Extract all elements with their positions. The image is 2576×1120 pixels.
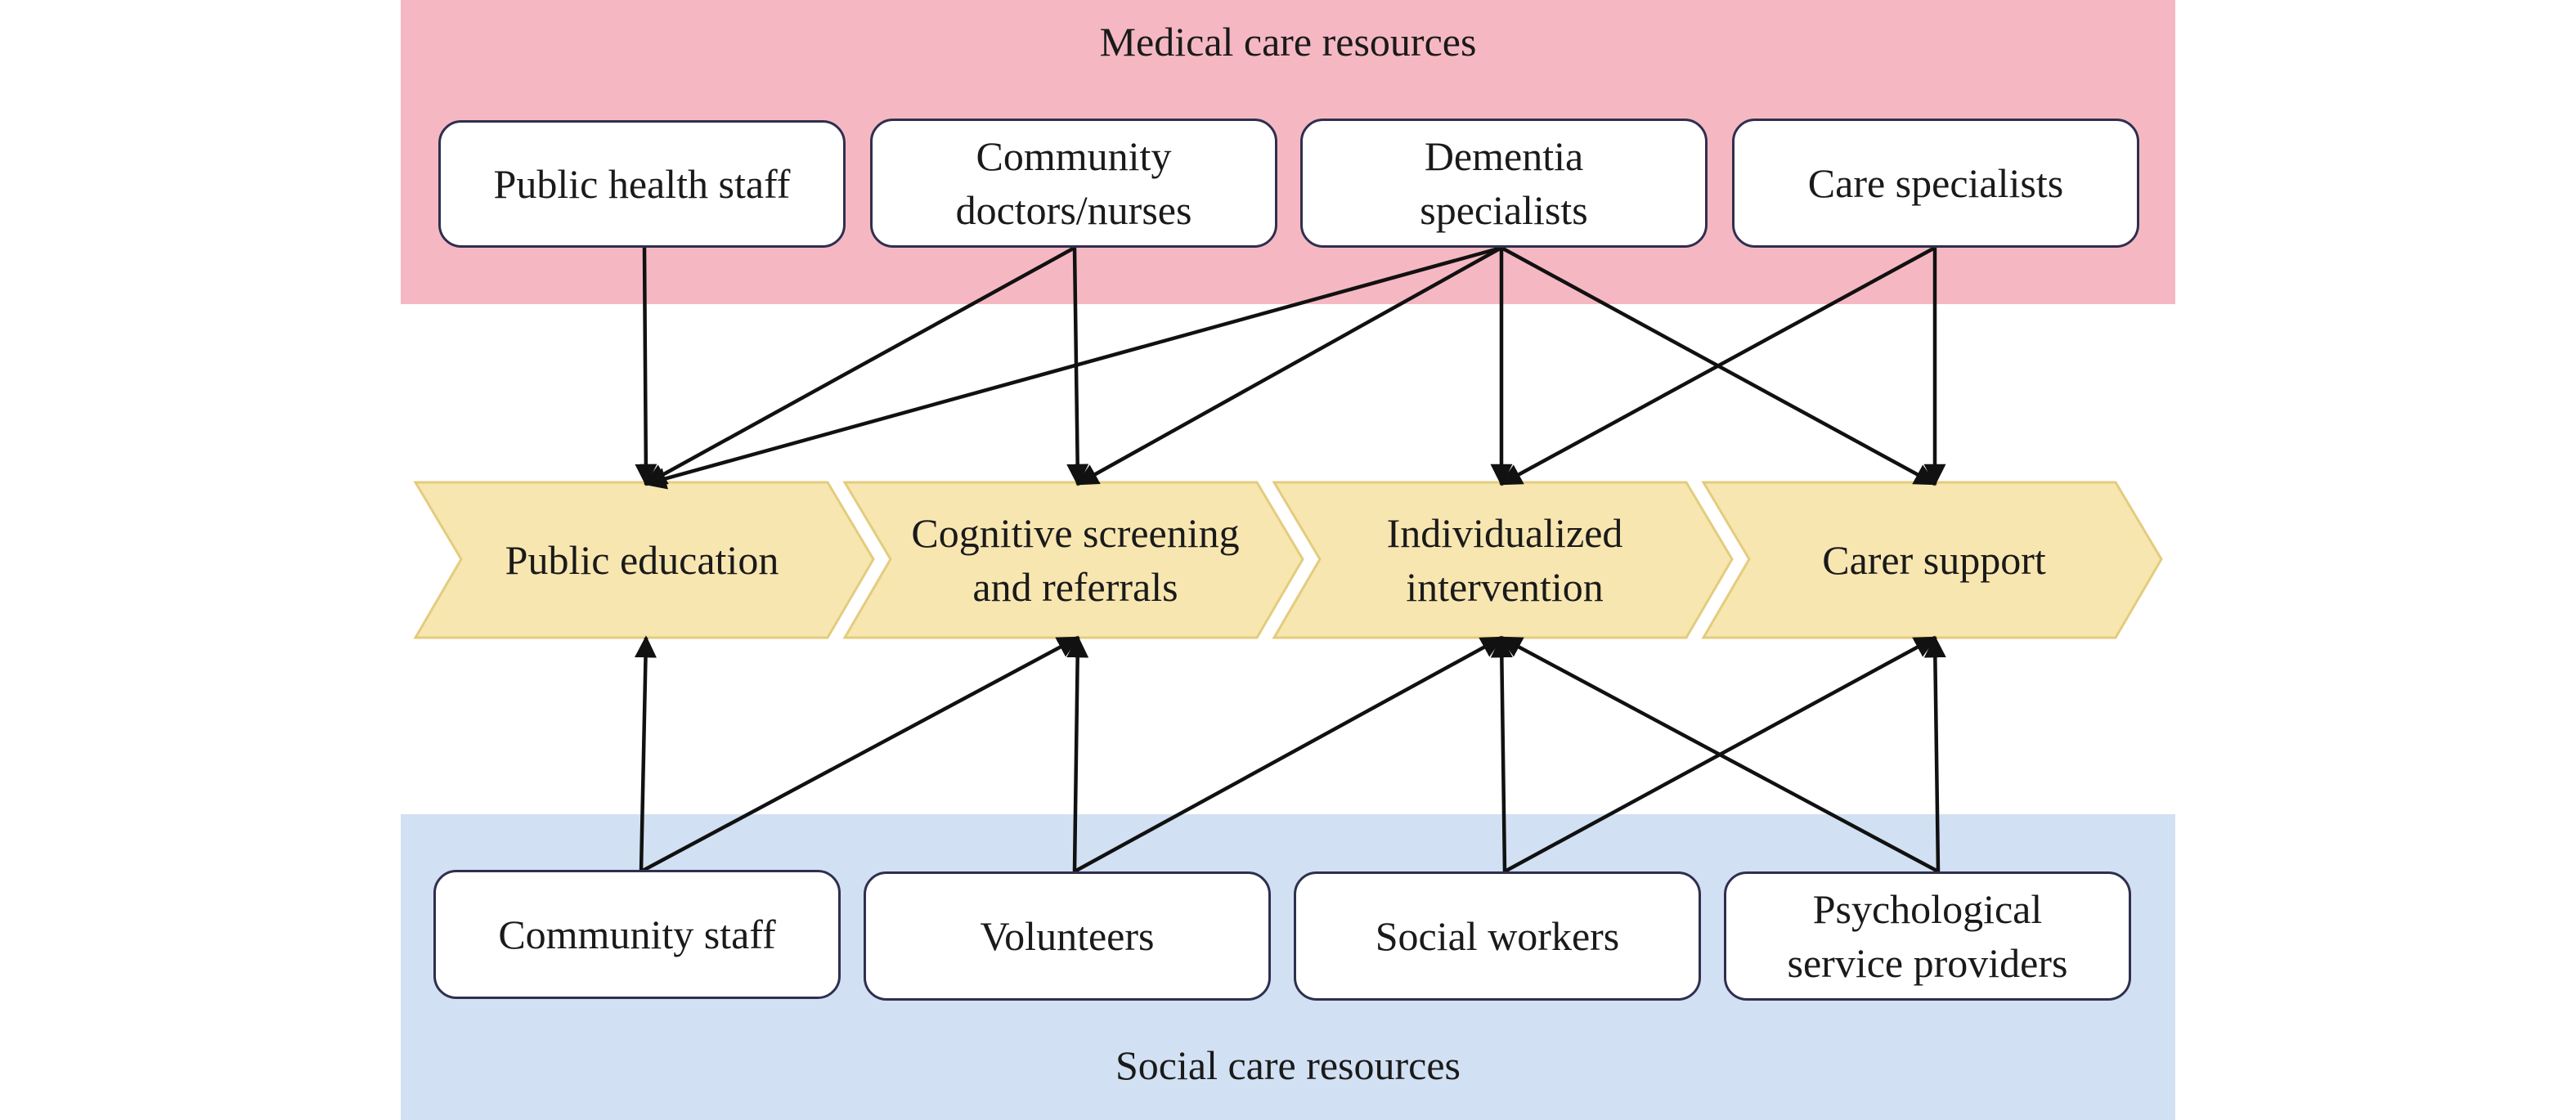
social-box-community-staff: Community staff	[433, 870, 841, 999]
arrow-social-3-to-stage-3	[1923, 635, 1946, 872]
arrow-social-1-to-stage-2	[1073, 636, 1504, 873]
stage-chevron-individualized-intervention	[1272, 481, 1734, 639]
arrow-social-1-to-stage-1	[1066, 635, 1089, 872]
arrow-social-0-to-stage-0	[634, 635, 657, 872]
medical-box-public-health-staff: Public health staff	[438, 120, 846, 248]
social-box-social-workers: Social workers	[1294, 871, 1701, 1001]
arrow-social-3-to-stage-2	[1499, 636, 1940, 873]
medical-box-community-doctors-nurses: Community doctors/nurses	[870, 119, 1277, 248]
arrow-social-0-to-stage-1	[640, 636, 1080, 873]
arrow-medical-3-to-stage-2	[1499, 246, 1936, 486]
stage-chevron-cognitive-screening	[842, 481, 1304, 639]
stage-label-cognitive-screening: Cognitive screening and referrals	[911, 510, 1240, 610]
medical-care-resources-title: Medical care resources	[1099, 19, 1477, 65]
arrow-medical-2-to-stage-1	[1075, 246, 1503, 486]
arrow-medical-1-to-stage-0	[644, 246, 1076, 486]
stage-label-public-education: Public education	[505, 537, 779, 583]
medical-box-care-specialists: Care specialists	[1732, 119, 2139, 248]
stage-chevron-public-education	[413, 481, 875, 639]
arrow-social-2-to-stage-2	[1490, 635, 1513, 872]
arrow-medical-2-to-stage-0	[644, 245, 1502, 490]
stage-chevron-carer-support	[1701, 481, 2163, 639]
arrow-medical-0-to-stage-0	[635, 247, 657, 486]
social-box-psychological-service-providers: Psychological service providers	[1724, 871, 2131, 1001]
social-box-volunteers: Volunteers	[864, 871, 1271, 1001]
stage-label-individualized-intervention: Individualized intervention	[1386, 510, 1623, 610]
social-care-resources-title: Social care resources	[1115, 1042, 1461, 1088]
medical-box-dementia-specialists: Dementia specialists	[1300, 119, 1708, 248]
stage-label-carer-support: Carer support	[1822, 537, 2046, 583]
